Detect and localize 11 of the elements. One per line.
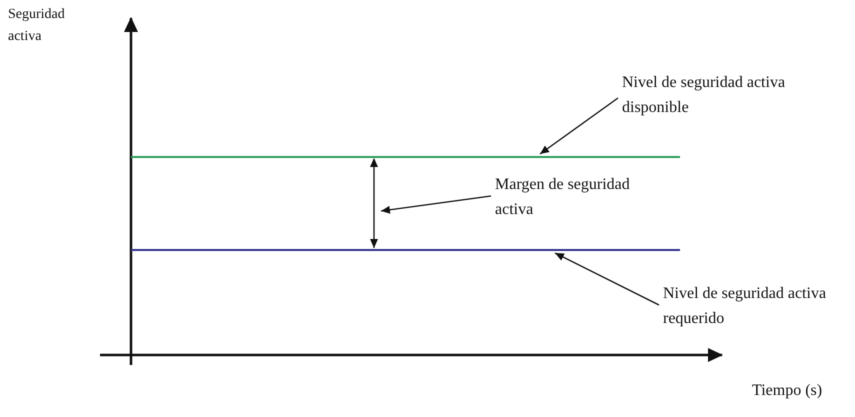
level-line <box>131 156 680 158</box>
axis-title: Tiempo (s) <box>752 381 824 401</box>
callout-text: Nivel de seguridad activa requerido <box>663 281 843 331</box>
leader-arrow <box>540 97 618 155</box>
axis-title: Seguridad activa <box>8 6 66 46</box>
leader-arrow <box>554 252 660 306</box>
level-line <box>131 249 680 251</box>
leader-arrow <box>380 195 492 214</box>
dimension-arrow <box>368 157 380 250</box>
callout-text: Nivel de seguridad activa disponible <box>622 70 822 120</box>
callout-text: Margen de seguridad activa <box>495 172 655 222</box>
